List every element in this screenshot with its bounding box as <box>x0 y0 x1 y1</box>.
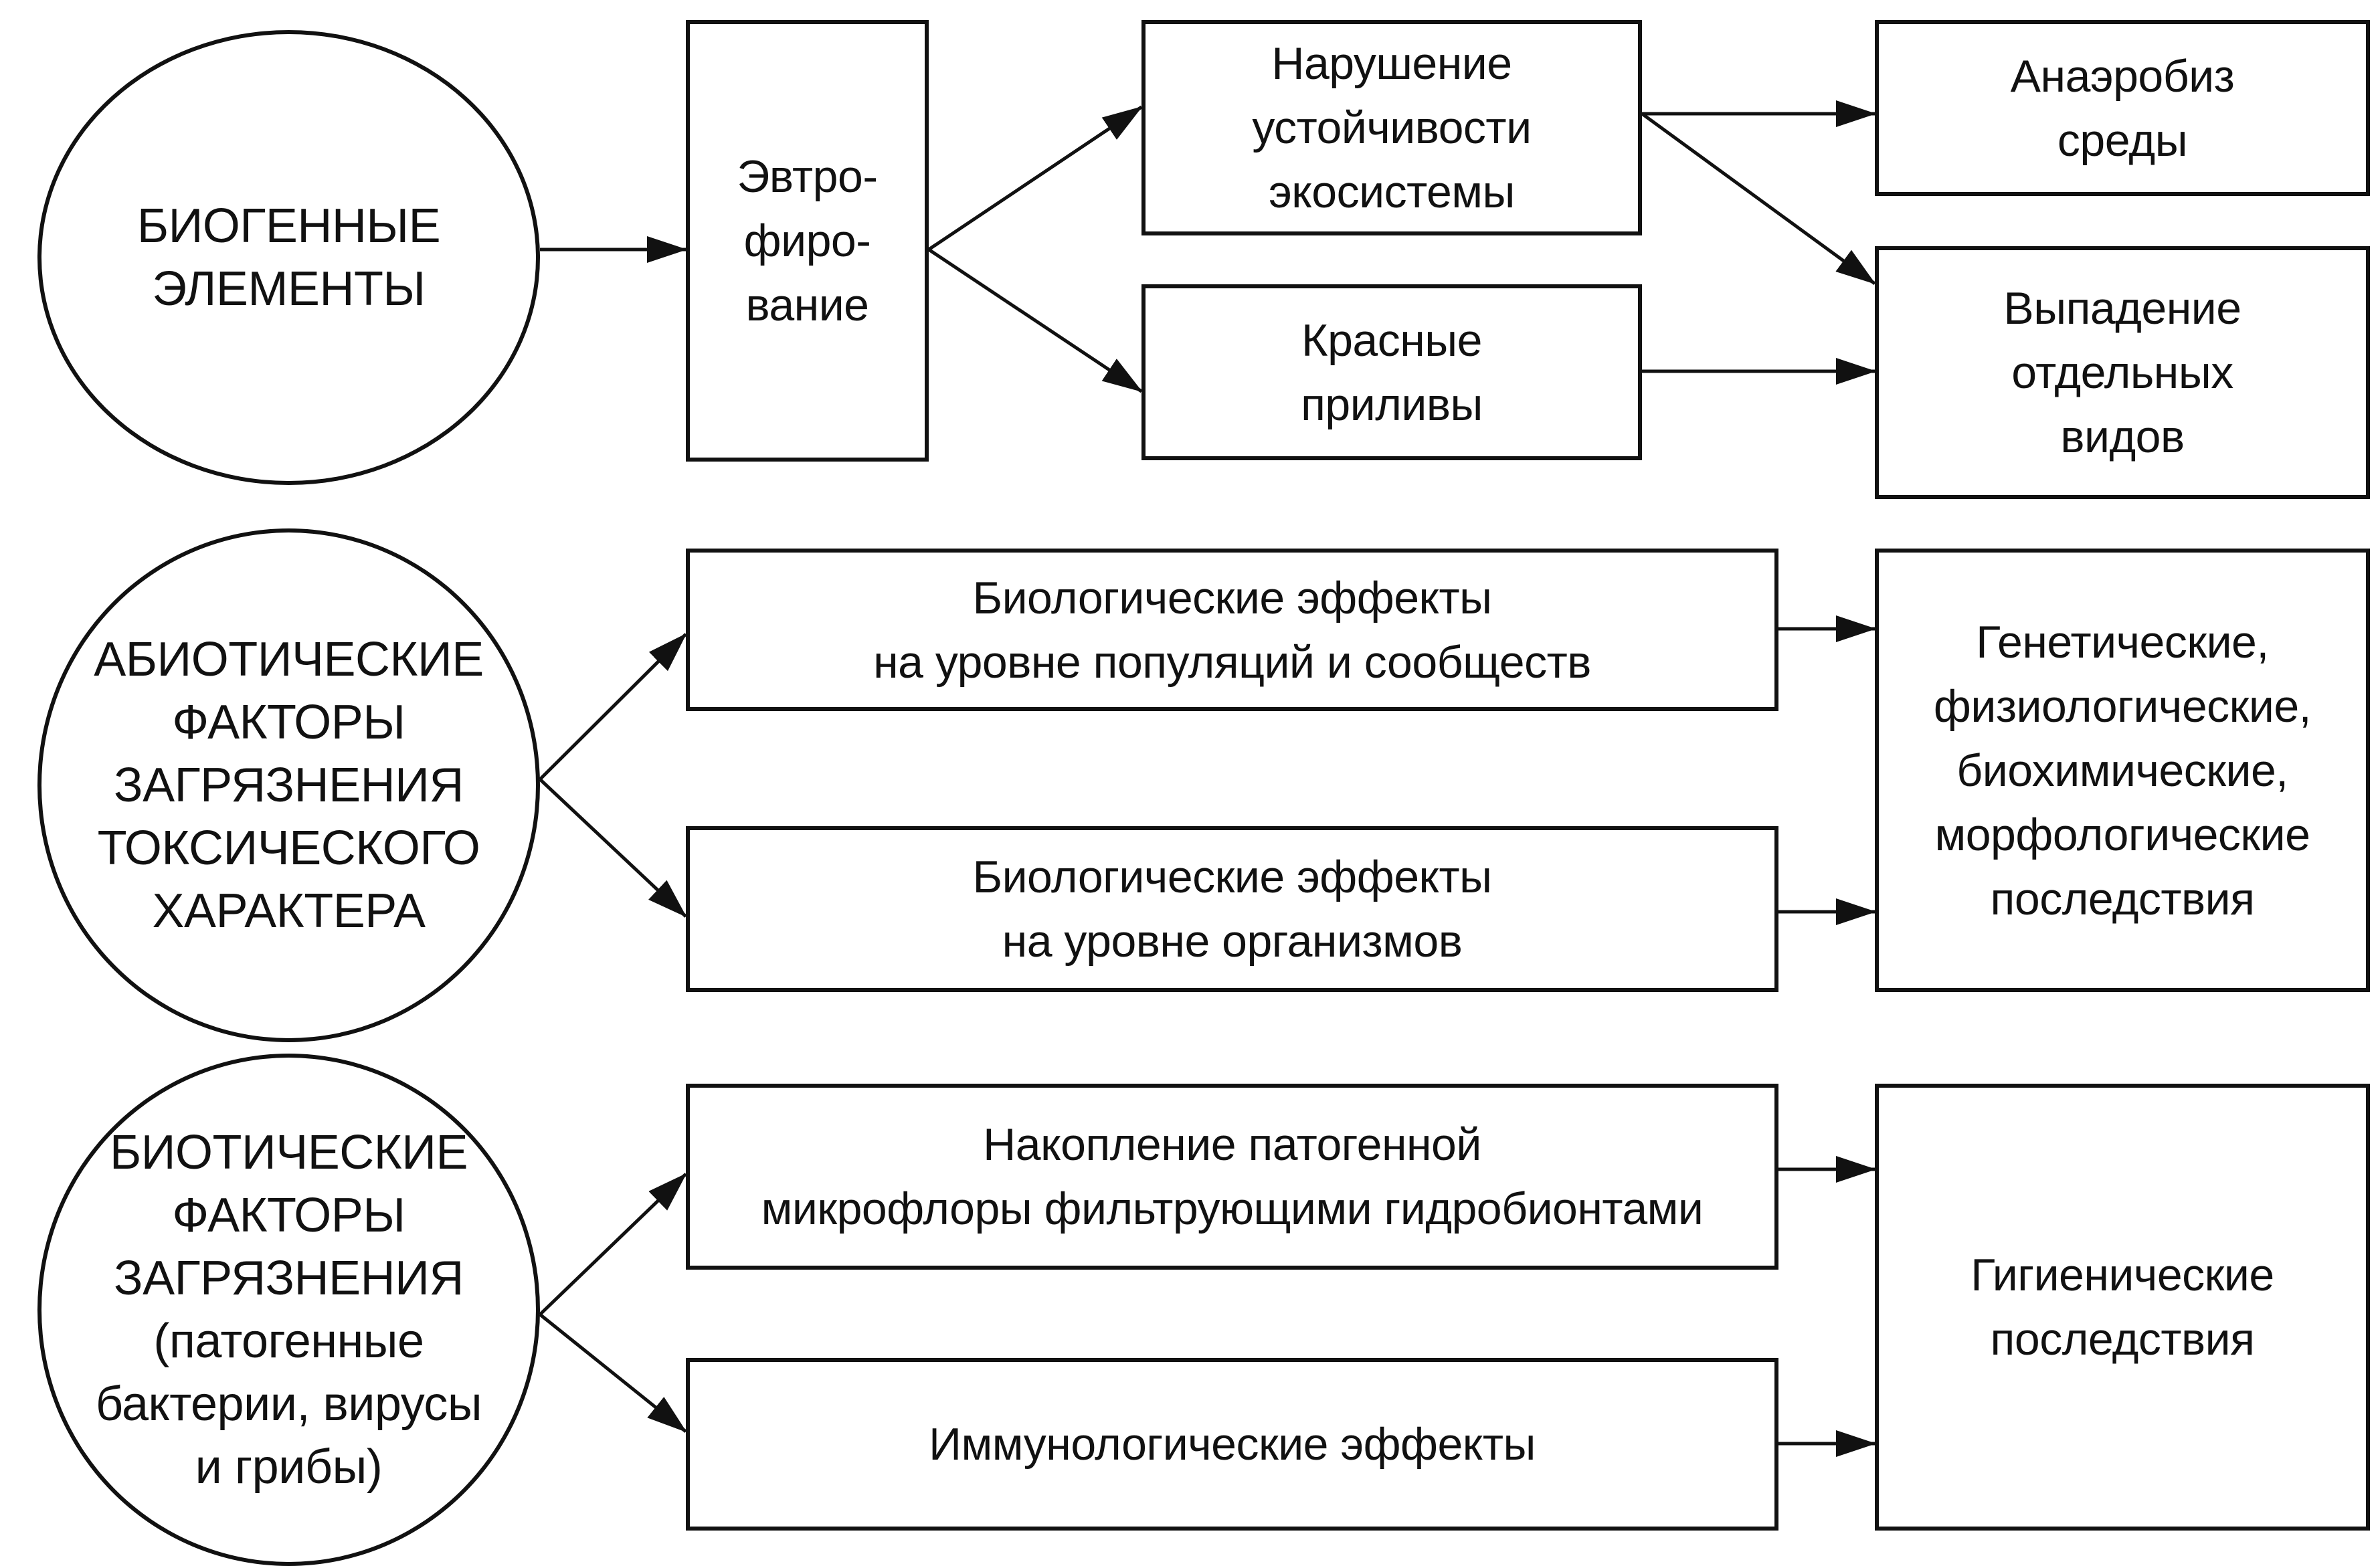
anaerobiosis-box: Анаэробиз среды <box>1875 20 2370 196</box>
population-effects-label: Биологические эффекты на уровне популяци… <box>873 572 1591 688</box>
abiotic-factors-circle: АБИОТИЧЕСКИЕ ФАКТОРЫ ЗАГРЯЗНЕНИЯ ТОКСИЧЕ… <box>37 528 540 1042</box>
immunological-effects-label: Иммунологические эффекты <box>929 1419 1536 1470</box>
organism-effects-label: Биологические эффекты на уровне организм… <box>972 852 1492 967</box>
anaerobiosis-label: Анаэробиз среды <box>2010 50 2235 166</box>
biotic-factors-circle: БИОТИЧЕСКИЕ ФАКТОРЫ ЗАГРЯЗНЕНИЯ (патоген… <box>37 1054 540 1566</box>
arrow-abiotic-to-org-effects <box>539 778 687 918</box>
arrow-biotic-to-immuno <box>539 1313 687 1433</box>
arrow-eutrophication-to-stability <box>927 105 1143 252</box>
hygienic-consequences-box: Гигиенические последствия <box>1875 1084 2370 1531</box>
genetic-consequences-box: Генетические, физиологические, биохимиче… <box>1875 549 2370 992</box>
eutrophication-label: Эвтро- фиро- вание <box>737 151 878 330</box>
arrow-stability-to-species-loss <box>1641 112 1876 286</box>
ecosystem-stability-label: Нарушение устойчивости экосистемы <box>1252 38 1532 217</box>
biotic-factors-label: БИОТИЧЕСКИЕ ФАКТОРЫ ЗАГРЯЗНЕНИЯ (патоген… <box>95 1126 482 1494</box>
arrow-abiotic-to-pop-effects <box>539 633 687 781</box>
red-tides-box: Красные приливы <box>1141 284 1642 460</box>
immunological-effects-box: Иммунологические эффекты <box>686 1358 1778 1531</box>
species-loss-label: Выпадение отдельных видов <box>2003 283 2241 462</box>
eutrophication-box: Эвтро- фиро- вание <box>686 20 929 462</box>
abiotic-factors-label: АБИОТИЧЕСКИЕ ФАКТОРЫ ЗАГРЯЗНЕНИЯ ТОКСИЧЕ… <box>94 633 484 938</box>
pathogen-accumulation-box: Накопление патогенной микрофлоры фильтру… <box>686 1084 1778 1270</box>
organism-effects-box: Биологические эффекты на уровне организм… <box>686 826 1778 992</box>
population-effects-box: Биологические эффекты на уровне популяци… <box>686 549 1778 711</box>
red-tides-label: Красные приливы <box>1301 314 1483 430</box>
biogenic-elements-circle: БИОГЕННЫЕ ЭЛЕМЕНТЫ <box>37 30 540 485</box>
arrow-eutrophication-to-red-tides <box>927 248 1143 393</box>
biogenic-elements-label: БИОГЕННЫЕ ЭЛЕМЕНТЫ <box>136 199 441 316</box>
hygienic-consequences-label: Гигиенические последствия <box>1971 1250 2274 1365</box>
species-loss-box: Выпадение отдельных видов <box>1875 246 2370 499</box>
arrow-biotic-to-pathogen <box>539 1173 687 1316</box>
ecosystem-stability-box: Нарушение устойчивости экосистемы <box>1141 20 1642 235</box>
genetic-consequences-label: Генетические, физиологические, биохимиче… <box>1933 616 2312 924</box>
pathogen-accumulation-label: Накопление патогенной микрофлоры фильтру… <box>761 1119 1704 1234</box>
